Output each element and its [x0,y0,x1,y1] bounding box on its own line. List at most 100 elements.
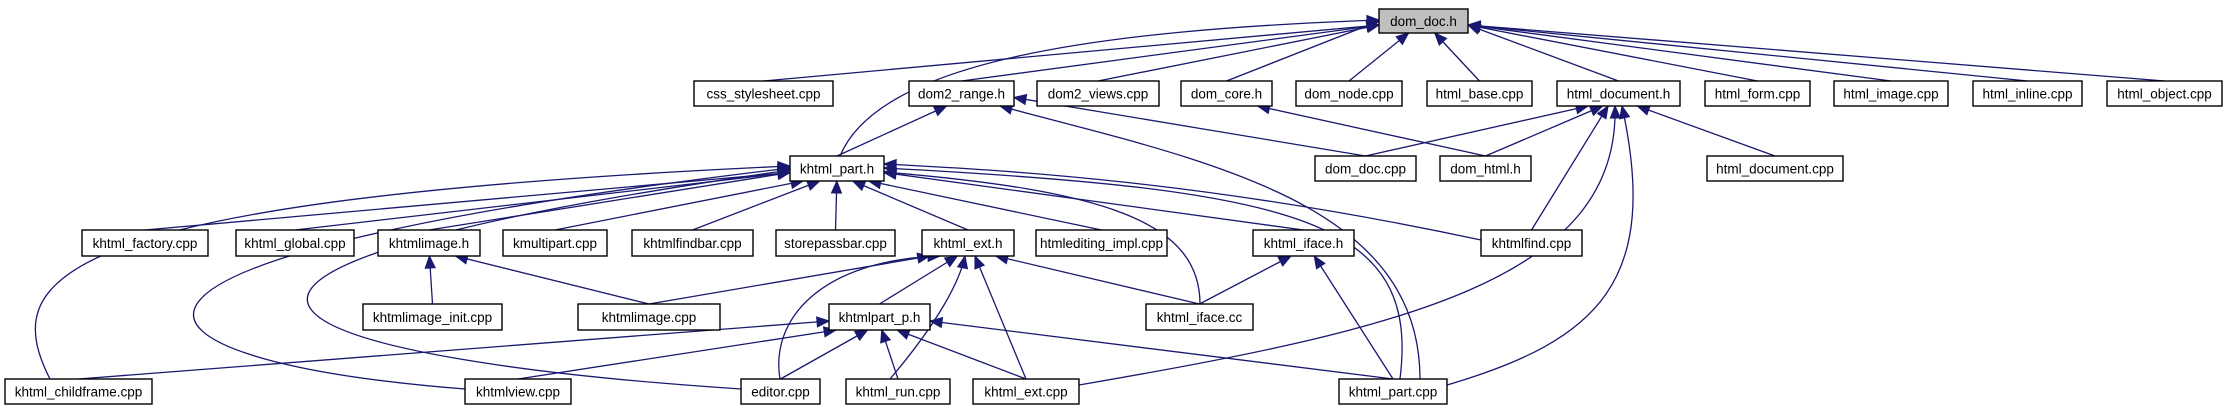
node-html-form-cpp[interactable]: html_form.cpp [1704,80,1811,107]
node-khtml-iface-cc[interactable]: khtml_iface.cc [1145,303,1254,331]
node-khtml-global-cpp[interactable]: khtml_global.cpp [235,229,355,257]
node-dom-core-h[interactable]: dom_core.h [1180,80,1273,107]
edge-khtmlfind-cpp-to-html-document-h [1530,104,1609,231]
arrowhead-icon [816,316,831,328]
edge-khtml-ext-cpp-to-khtmlpart-p-h [895,329,1027,380]
node-dom-doc-cpp[interactable]: dom_doc.cpp [1314,155,1417,182]
edge-html-object-cpp-to-dom-doc-h [1466,20,2165,82]
edge-khtml-ext-cpp-to-html-document-h [1078,104,1622,386]
edge-line [852,180,969,231]
node-label: html_inline.cpp [1982,87,2072,102]
arrowhead-icon [776,166,792,178]
node-dom-html-h[interactable]: dom_html.h [1439,155,1532,182]
edge-khtml-part-cpp-to-khtmlpart-p-h [928,316,1394,380]
edge-dom-html-h-to-dom-core-h [1256,103,1486,157]
arrowhead-icon [974,254,986,270]
edge-khtml-iface-cc-to-khtml-ext-h [994,253,1200,305]
edge-html-document-cpp-to-html-document-h [1636,104,1776,157]
node-label: khtml_global.cpp [244,236,345,251]
edge-khtmlimage-cpp-to-khtmlimage-h [454,253,650,305]
node-html-image-cpp[interactable]: html_image.cpp [1833,80,1949,107]
node-khtml-ext-h[interactable]: khtml_ext.h [921,229,1015,257]
edge-line [1097,24,1380,82]
node-khtml-part-cpp[interactable]: khtml_part.cpp [1338,378,1448,405]
node-dom-doc-h[interactable]: dom_doc.h [1378,8,1469,34]
edge-line [883,171,1201,305]
node-dom2-views-cpp[interactable]: dom2_views.cpp [1036,80,1160,107]
arrowhead-icon [895,329,911,340]
node-khtmlview-cpp[interactable]: khtmlview.cpp [464,378,572,405]
node-label: khtmlfind.cpp [1492,236,1572,251]
node-dom-node-cpp[interactable]: dom_node.cpp [1295,80,1403,107]
arrowhead-icon [1433,32,1448,47]
edge-line [144,171,791,231]
edge-line [1467,24,2028,82]
arrowhead-icon [1596,104,1609,120]
node-html-base-cpp[interactable]: html_base.cpp [1426,80,1533,107]
edge-line [192,167,791,390]
node-html-object-cpp[interactable]: html_object.cpp [2106,80,2223,107]
node-kmultipart-cpp[interactable]: kmultipart.cpp [502,229,608,257]
node-editor-cpp[interactable]: editor.cpp [740,378,821,405]
node-khtml-part-h[interactable]: khtml_part.h [789,155,885,182]
edge-line [1467,24,1758,82]
arrowhead-icon [882,162,897,175]
edge-line [961,24,1380,82]
edge-khtml-part-h-to-dom2-range-h [836,105,948,157]
edge-khtml-part-cpp-to-khtml-iface-h [1313,254,1394,380]
edge-html-base-cpp-to-dom-doc-h [1433,32,1480,82]
node-label: khtmlfindbar.cpp [643,236,741,251]
node-box [502,229,608,257]
node-dom2-range-h[interactable]: dom2_range.h [908,80,1015,107]
node-label: css_stylesheet.cpp [706,87,820,102]
node-khtmlfindbar-cpp[interactable]: khtmlfindbar.cpp [631,229,754,257]
node-box [1556,80,1681,107]
node-box [1036,80,1160,107]
node-khtmlfind-cpp[interactable]: khtmlfind.cpp [1480,229,1583,257]
node-label: khtml_part.cpp [1349,385,1438,400]
node-css-stylesheet-cpp[interactable]: css_stylesheet.cpp [693,80,834,107]
edge-line [1078,105,1616,386]
edge-line [692,180,820,231]
node-box [1704,80,1811,107]
arrowhead-icon [851,180,867,192]
node-khtmlimage-cpp[interactable]: khtmlimage.cpp [577,303,721,331]
node-khtmlimage-h[interactable]: khtmlimage.h [377,229,481,257]
edge-line [554,180,804,231]
edge-khtml-iface-cc-to-khtml-iface-h [1199,255,1293,305]
node-label: dom_node.cpp [1304,87,1393,102]
node-khtml-run-cpp[interactable]: khtml_run.cpp [845,378,951,405]
edge-dom-html-h-to-html-document-h [1485,105,1604,157]
edge-line [879,255,958,305]
node-khtmlpart-p-h[interactable]: khtmlpart_p.h [828,303,931,331]
node-html-inline-cpp[interactable]: html_inline.cpp [1972,80,2083,107]
edge-line [1313,255,1394,380]
edge-line [778,255,941,380]
node-khtml-ext-cpp[interactable]: khtml_ext.cpp [972,378,1080,405]
node-khtml-childframe-cpp[interactable]: khtml_childframe.cpp [4,378,153,405]
node-label: html_base.cpp [1436,87,1524,102]
node-box [789,155,885,182]
node-storepassbar-cpp[interactable]: storepassbar.cpp [775,229,896,257]
edge-line [836,105,947,157]
node-html-document-cpp[interactable]: html_document.cpp [1706,155,1844,182]
edge-line [455,255,650,305]
node-khtml-iface-h[interactable]: khtml_iface.h [1252,229,1355,257]
node-box [1180,80,1273,107]
node-khtmlimage-init-cpp[interactable]: khtmlimage_init.cpp [362,303,503,331]
node-box [972,378,1080,405]
node-box [1706,155,1844,182]
node-label: html_object.cpp [2117,87,2212,102]
edge-khtml-ext-h-to-khtml-part-h [851,180,969,231]
edge-khtmlimage-cpp-to-khtml-ext-h [648,252,932,305]
node-label: html_document.cpp [1716,162,1834,177]
edge-khtmlimage-init-cpp-to-khtmlimage-h [424,254,436,305]
edges-layer [34,14,2165,390]
edge-line [34,165,791,380]
node-khtml-factory-cpp[interactable]: khtml_factory.cpp [81,229,209,257]
node-box [2106,80,2223,107]
node-html-document-h[interactable]: html_document.h [1556,80,1681,107]
node-htmlediting-impl-cpp[interactable]: htmlediting_impl.cpp [1035,229,1168,257]
